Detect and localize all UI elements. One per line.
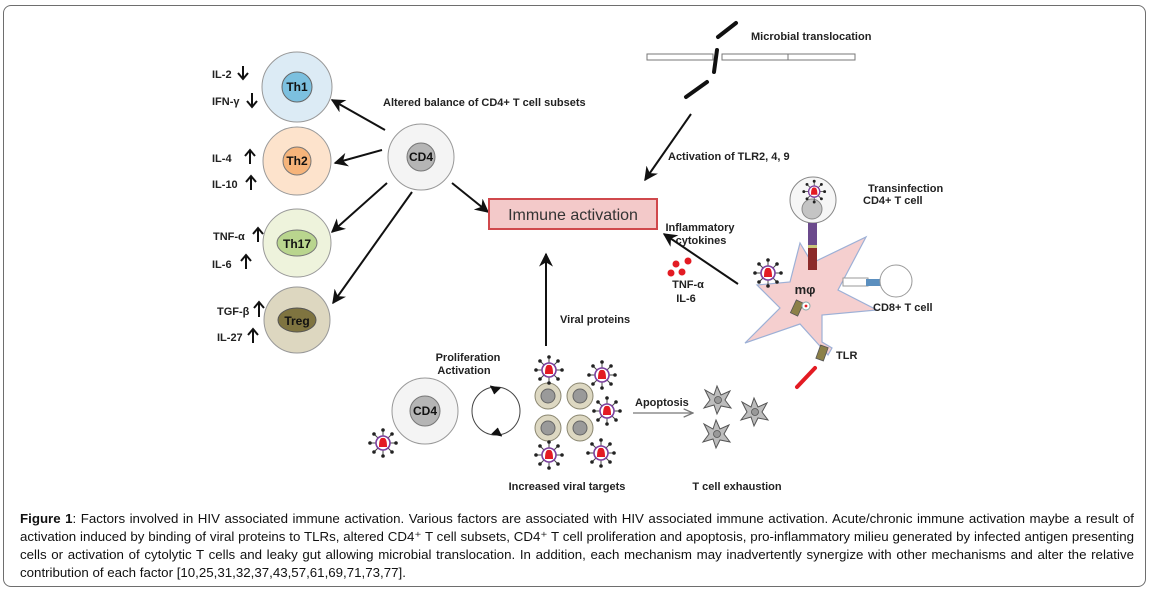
th17-label: Th17 [283,237,311,251]
arrow-up-icon [244,148,256,164]
th2-label: Th2 [286,154,308,168]
figure-caption: Figure 1: Factors involved in HIV associ… [20,510,1134,582]
inflammatory-label-2: cytokines [676,235,727,247]
cytokine-arrows [237,66,265,343]
cytokine-dots [667,257,692,277]
arrow-up-icon [253,300,265,317]
caption-label: Figure 1 [20,511,73,526]
arrow-cd4-to-th2 [333,149,383,167]
arrow-up-icon [245,174,257,190]
tlr-receptor [795,344,829,389]
cd4-cell-central: CD4 [387,123,455,191]
cycle-arrows-icon [471,385,521,437]
arrow-up-icon [247,327,259,343]
cd4-cell-bottom: CD4 [391,377,459,445]
exhausted-cells [702,385,769,449]
transinfection-cd4-cell [789,176,837,270]
transinfection-label-2: CD4+ T cell [863,195,923,207]
th2-cell: Th2 [262,126,332,196]
activation-label: Activation [437,365,490,377]
cytokine-il2: IL-2 [212,69,232,81]
cd4-bottom-label: CD4 [413,404,437,418]
cytokine-list: IL-2 IFN-γ IL-4 IL-10 TNF-α IL-6 TGF-β I… [212,69,250,344]
immune-activation-box: Immune activation [488,198,658,230]
arrow-tlr-to-immune [644,113,692,182]
gut-barrier [646,53,856,61]
cytokine-tnfa: TNF-α [213,231,245,243]
th1-cell: Th1 [261,51,333,123]
tlr-label: TLR [836,350,857,362]
inflammatory-label-1: Inflammatory [665,222,735,234]
proliferation-label: Proliferation [436,352,501,364]
treg-cell: Treg [263,286,331,354]
virus-icon [367,427,399,459]
exhaustion-label: T cell exhaustion [692,481,782,493]
arrow-down-icon [246,93,258,109]
altered-balance-label: Altered balance of CD4+ T cell subsets [383,97,586,109]
cytokine-il6: IL-6 [212,259,232,271]
caption-text: : Factors involved in HIV associated imm… [20,511,1134,580]
arrow-down-icon [237,66,249,81]
macrophage: mφ [744,235,880,357]
th1-label: Th1 [286,80,308,94]
arrow-cytokines-to-immune [662,233,739,285]
cytokine-tgfb: TGF-β [217,306,250,318]
il6-label: IL-6 [676,293,696,305]
tnf-label: TNF-α [672,279,704,291]
cytokine-il27: IL-27 [217,332,243,344]
cytokine-il10: IL-10 [212,179,238,191]
cytokine-ifng: IFN-γ [212,96,240,108]
tlr-activation-label: Activation of TLR2, 4, 9 [668,151,790,163]
microbial-translocation-label: Microbial translocation [751,31,872,43]
cytokine-il4: IL-4 [212,153,232,165]
arrow-cd4-to-th17 [330,182,388,233]
arrow-cd4-to-treg [332,191,413,305]
arrow-up-icon [252,226,264,242]
cd8-label: CD8+ T cell [873,302,933,314]
immune-activation-label: Immune activation [508,207,638,224]
hiv-immune-activation-diagram: Th1 Th2 Th17 Treg IL-2 IFN-γ IL-4 IL-10 … [212,21,943,493]
arrow-cd4-to-th1 [330,99,386,131]
cd4-central-label: CD4 [409,150,433,164]
transinfection-label-1: Transinfection [868,183,943,195]
viral-targets-cluster [533,354,623,471]
th17-cell: Th17 [262,208,332,278]
viral-proteins-label: Viral proteins [560,314,630,326]
treg-label: Treg [284,314,309,328]
arrow-cd4-to-immune [451,182,490,213]
cd8-t-cell [842,264,913,298]
figure-frame [3,5,1146,587]
bacteria-icon [684,21,738,99]
increased-targets-label: Increased viral targets [509,481,626,493]
apoptosis-label: Apoptosis [635,397,689,409]
macrophage-label: mφ [795,282,816,297]
arrow-up-icon [240,253,252,269]
